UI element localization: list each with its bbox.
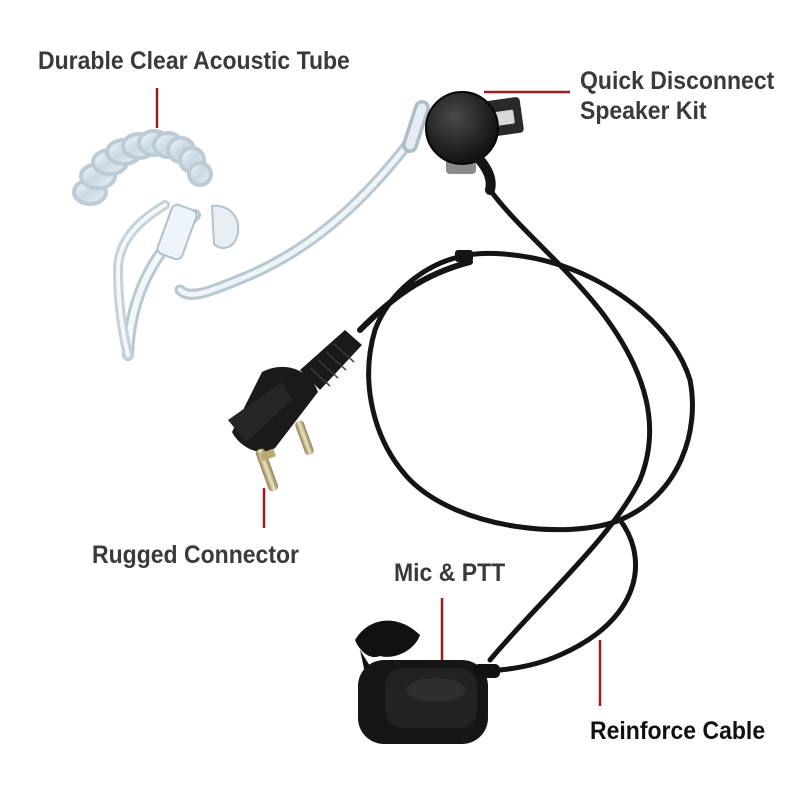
mic-ptt-unit: [355, 620, 500, 744]
acoustic-tube: [72, 100, 430, 361]
coiled-tube: [72, 129, 213, 206]
label-acoustic-tube: Durable Clear Acoustic Tube: [38, 47, 350, 75]
pointer-lines: [155, 88, 602, 706]
label-speaker-kit-line1: Quick Disconnect: [580, 67, 775, 95]
label-speaker-kit-line2: Speaker Kit: [580, 97, 707, 125]
cable: [357, 187, 695, 673]
connector-plug: [228, 330, 362, 492]
label-speaker-kit: Quick Disconnect Speaker Kit: [580, 66, 774, 126]
label-reinforce-cable: Reinforce Cable: [590, 717, 766, 745]
plug-pins: [255, 420, 314, 492]
speaker-module: [425, 91, 524, 195]
label-rugged-connector: Rugged Connector: [92, 541, 299, 569]
label-mic-ptt: Mic & PTT: [394, 559, 506, 587]
